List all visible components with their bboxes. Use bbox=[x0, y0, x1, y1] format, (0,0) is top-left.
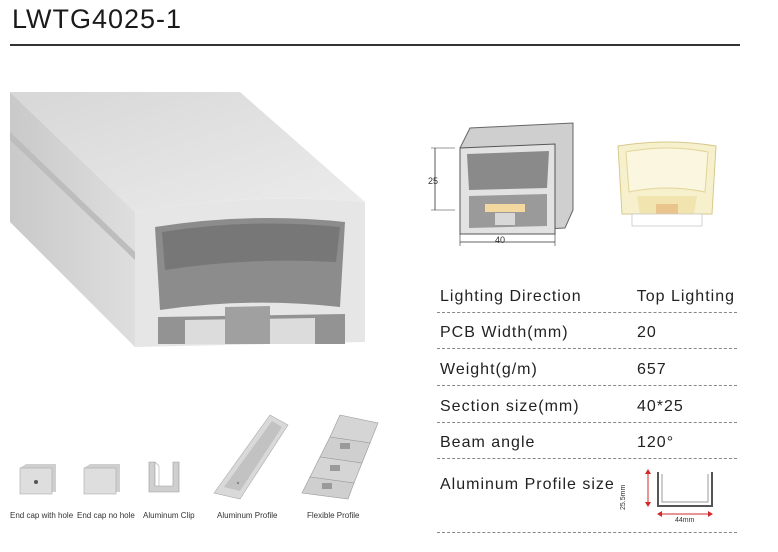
product-render bbox=[10, 92, 365, 347]
flexible-profile-label: Flexible Profile bbox=[307, 511, 360, 520]
flexible-profile-image bbox=[301, 414, 379, 500]
spec-row-aluminum-profile-size: Aluminum Profile size bbox=[437, 462, 737, 533]
aluminum-width-label: 44mm bbox=[675, 517, 695, 524]
spec-label: Aluminum Profile size bbox=[440, 476, 615, 493]
spec-value: 20 bbox=[637, 324, 657, 341]
section-width-label: 40 bbox=[495, 235, 506, 245]
spec-label: Lighting Direction bbox=[440, 288, 582, 305]
spec-row-section-size: Section size(mm) 40*25 bbox=[437, 386, 737, 423]
end-cap-no-hole-image bbox=[83, 464, 120, 495]
spec-row-pcb-width: PCB Width(mm) 20 bbox=[437, 312, 737, 349]
spec-value: 657 bbox=[637, 361, 667, 378]
spec-value: 40*25 bbox=[637, 398, 684, 415]
end-cap-no-hole-label: End cap no hole bbox=[77, 511, 135, 520]
spec-label: Weight(g/m) bbox=[440, 361, 538, 378]
spec-value: 120° bbox=[637, 434, 675, 451]
end-cap-with-hole-image bbox=[19, 464, 56, 495]
spec-value: Top Lighting bbox=[636, 288, 735, 305]
spec-row-lighting-direction: Lighting Direction Top Lighting bbox=[437, 276, 737, 313]
aluminum-clip-label: Aluminum Clip bbox=[143, 511, 195, 520]
spec-label: PCB Width(mm) bbox=[440, 324, 569, 341]
end-cap-with-hole-label: End cap with hole bbox=[10, 511, 74, 520]
spec-row-beam-angle: Beam angle 120° bbox=[437, 422, 737, 459]
aluminum-clip-image bbox=[148, 461, 180, 493]
aluminum-profile-image bbox=[213, 414, 289, 500]
spec-label: Beam angle bbox=[440, 434, 536, 451]
aluminum-profile-drawing bbox=[645, 469, 713, 517]
section-height-label: 25 bbox=[428, 176, 439, 186]
spec-label: Section size(mm) bbox=[440, 398, 580, 415]
lighting-drawing bbox=[617, 141, 717, 227]
aluminum-height-label: 25.5mm bbox=[620, 484, 627, 510]
product-title: LWTG4025-1 bbox=[12, 4, 183, 34]
aluminum-profile-label: Aluminum Profile bbox=[217, 511, 278, 520]
spec-row-weight: Weight(g/m) 657 bbox=[437, 349, 737, 386]
section-drawing bbox=[431, 122, 574, 246]
title-divider bbox=[10, 44, 740, 46]
